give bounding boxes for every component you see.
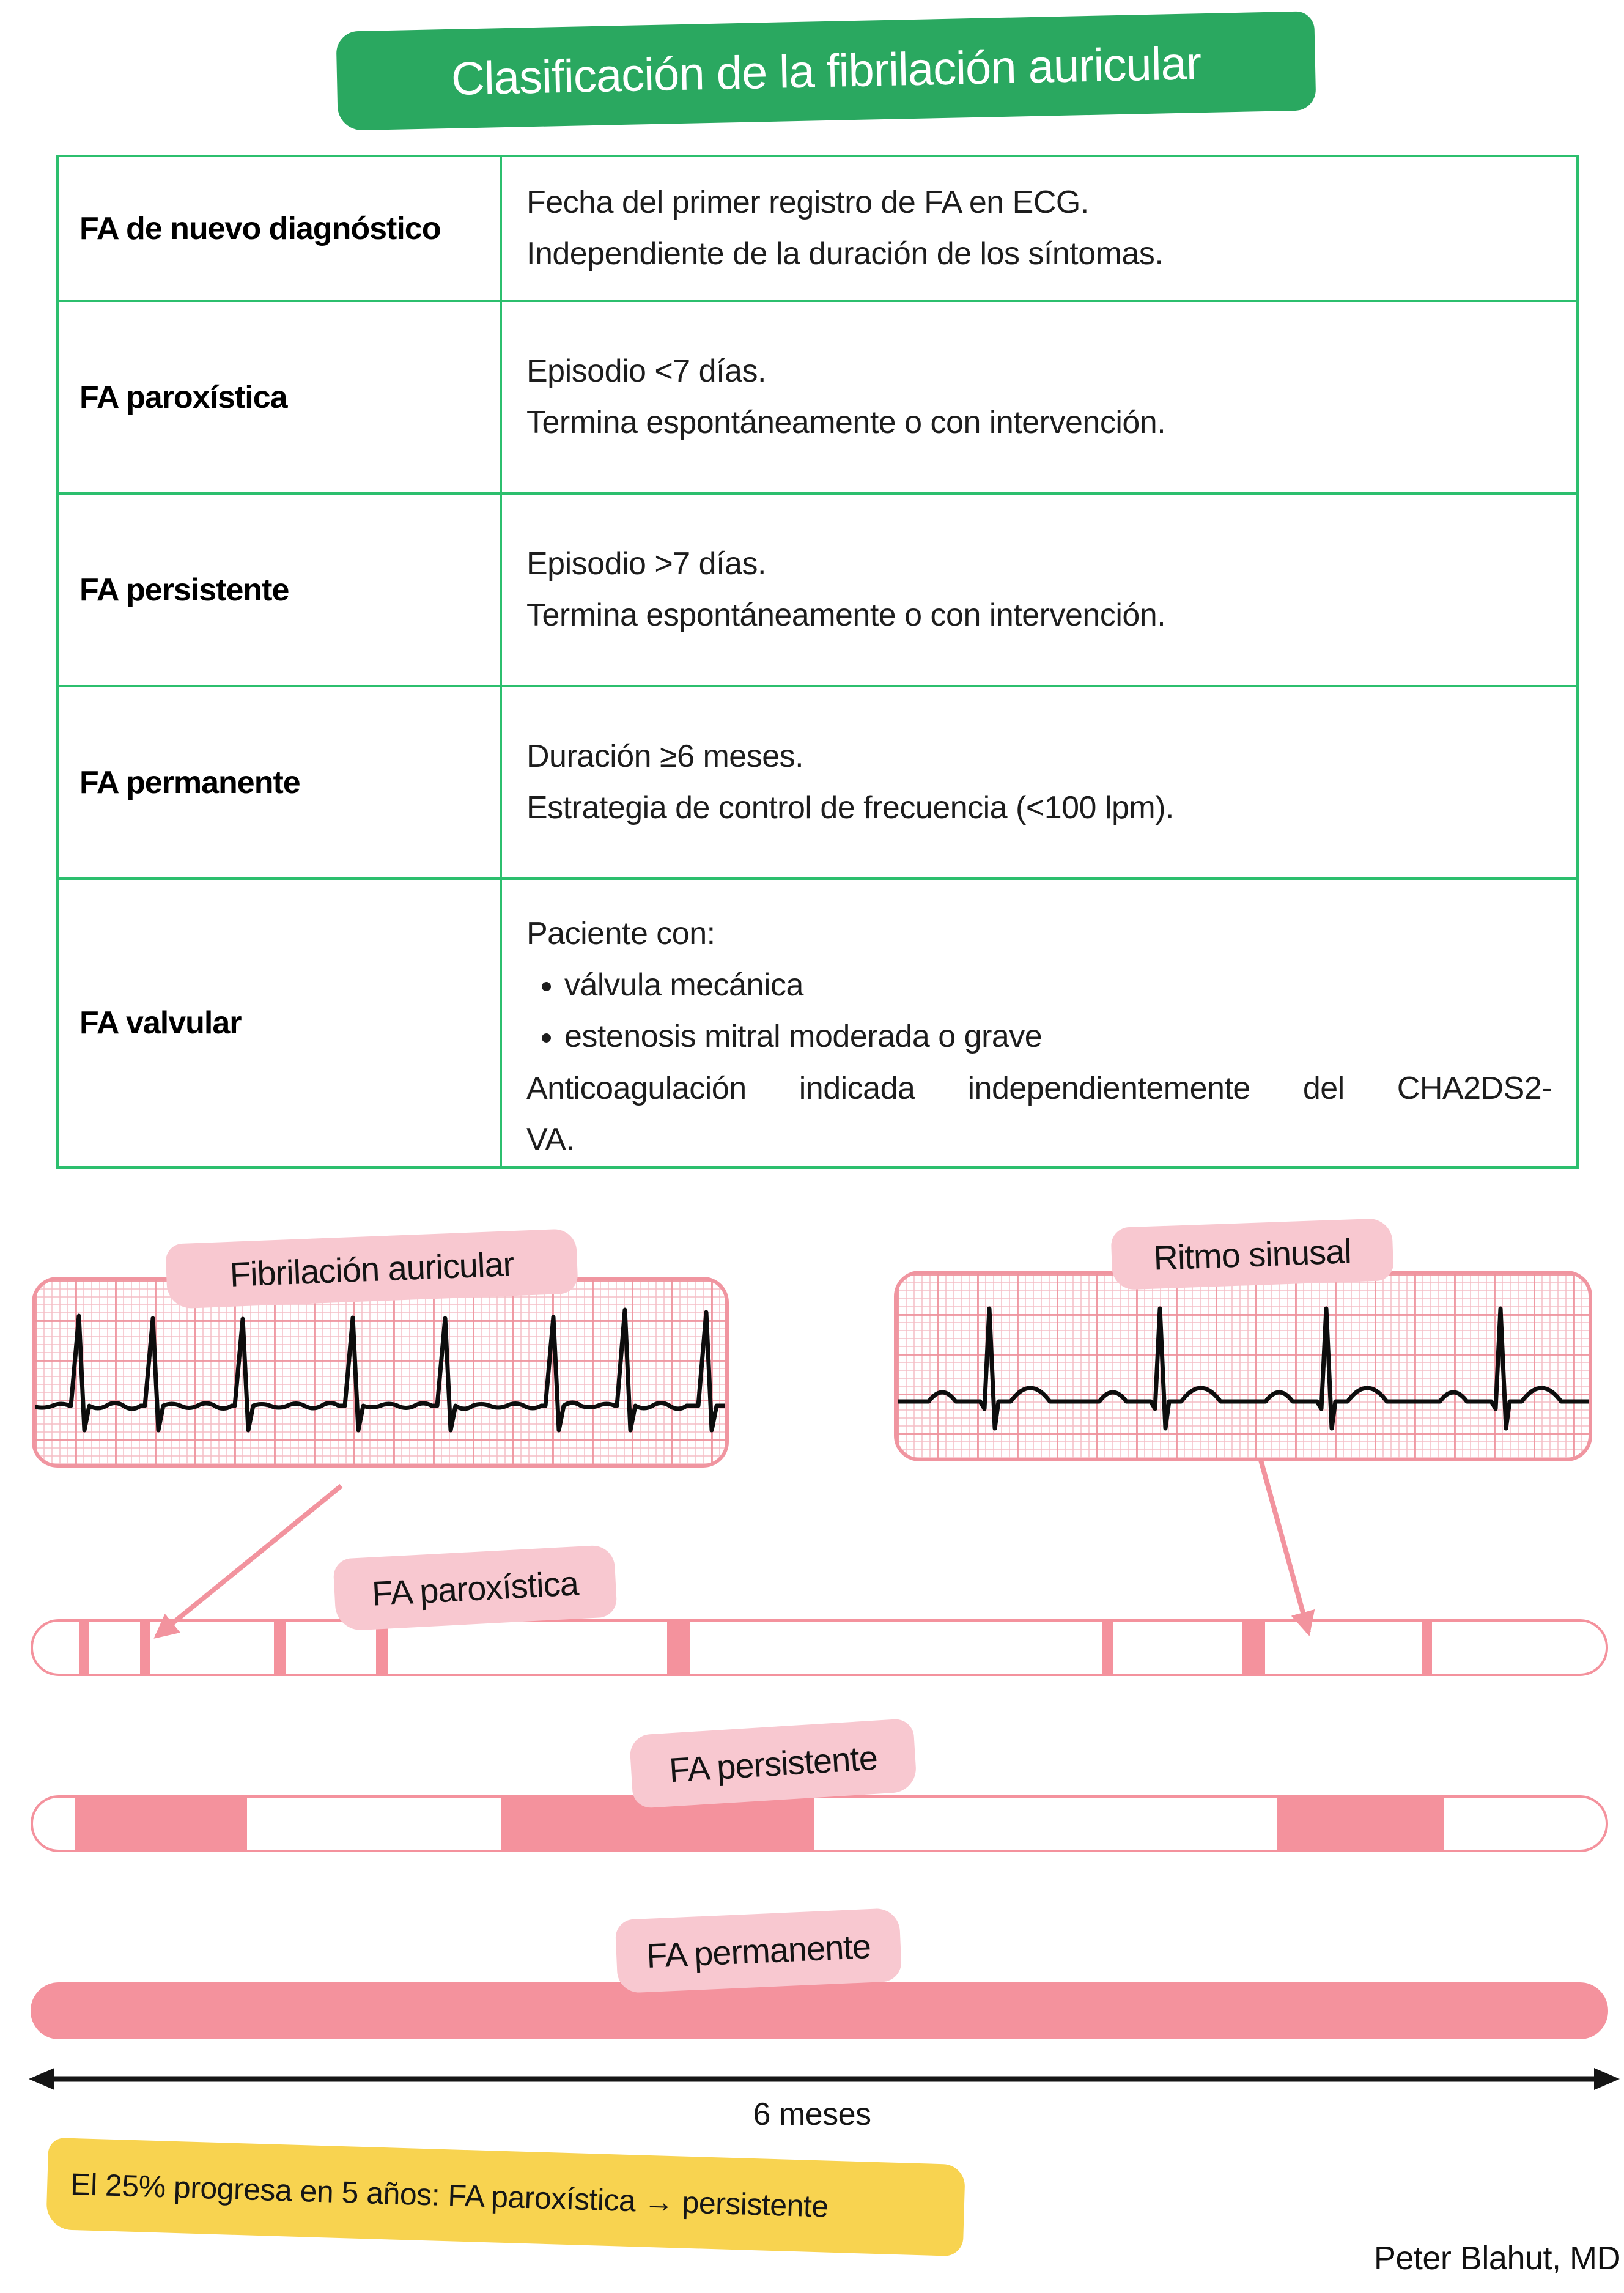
timeline-bar-3 <box>31 1982 1608 2039</box>
definition-line: Estrategia de control de frecuencia (<10… <box>526 789 1174 825</box>
timeline-bar-1 <box>31 1619 1608 1676</box>
time-axis-arrow <box>29 2068 1620 2090</box>
timeline-bar-2 <box>31 1795 1608 1852</box>
definition-line: VA. <box>526 1121 575 1158</box>
page-title: Clasificación de la fibrilación auricula… <box>451 37 1201 105</box>
author-credit: Peter Blahut, MD <box>1373 2240 1621 2276</box>
ecg-label-sinus-rhythm: Ritmo sinusal <box>1110 1218 1394 1290</box>
definition-cell: Duración ≥6 meses. Estrategia de control… <box>502 687 1576 880</box>
timeline-label-text: FA paroxística <box>371 1563 580 1613</box>
timeline-segment <box>1102 1622 1113 1674</box>
bullet-list: válvula mecánica estenosis mitral modera… <box>526 959 1552 1062</box>
timeline-segment <box>375 1622 389 1674</box>
ecg-trace-af <box>35 1307 725 1433</box>
timeline-label-permanente: FA permanente <box>615 1907 902 1994</box>
axis-arrowhead-left <box>29 2068 54 2090</box>
definition-cell: Episodio <7 días. Termina espontáneament… <box>502 302 1576 495</box>
arrow-sinus-to-timeline <box>1258 1459 1315 1636</box>
bullet-item: válvula mecánica <box>564 959 1552 1011</box>
ecg-label-text: Ritmo sinusal <box>1153 1231 1352 1277</box>
definition-line: Termina espontáneamente o con intervenci… <box>526 597 1166 633</box>
ecg-svg-af <box>35 1307 725 1433</box>
definition-line: Fecha del primer registro de FA en ECG. <box>526 185 1089 221</box>
term-cell: FA valvular <box>59 880 502 1166</box>
definition-cell: Fecha del primer registro de FA en ECG. … <box>502 157 1576 302</box>
ecg-label-text: Fibrilación auricular <box>229 1244 515 1294</box>
definition-line: Paciente con: <box>526 916 715 951</box>
timeline-segment <box>75 1798 247 1850</box>
definition-line: Termina espontáneamente o con intervenci… <box>526 404 1166 440</box>
definition-cell: Paciente con: válvula mecánica estenosis… <box>502 880 1576 1166</box>
definition-line: Episodio >7 días. <box>526 546 766 582</box>
axis-arrowhead-right <box>1594 2068 1620 2090</box>
timeline-label-paroxistica: FA paroxística <box>333 1545 618 1631</box>
title-banner: Clasificación de la fibrilación auricula… <box>336 11 1316 131</box>
timeline-segment <box>1422 1622 1432 1674</box>
timeline-segment <box>1277 1798 1444 1850</box>
timeline-segment <box>273 1622 287 1674</box>
progression-note-text: El 25% progresa en 5 años: FA paroxístic… <box>70 2166 829 2224</box>
timeline-segment <box>666 1622 690 1674</box>
definition-line: Independiente de la duración de los sínt… <box>526 235 1164 271</box>
definition-line: Episodio <7 días. <box>526 353 766 390</box>
term-cell: FA de nuevo diagnóstico <box>59 157 502 302</box>
ecg-strip-atrial-fibrillation <box>32 1277 729 1468</box>
axis-label: 6 meses <box>753 2097 871 2132</box>
term-cell: FA paroxística <box>59 302 502 495</box>
ecg-strip-sinus-rhythm <box>894 1271 1592 1461</box>
ecg-svg-sinus <box>898 1306 1589 1431</box>
timeline-segment <box>78 1622 89 1674</box>
definition-line: Duración ≥6 meses. <box>526 739 804 775</box>
timeline-segment <box>139 1622 150 1674</box>
definition-line: Anticoagulación indicada independienteme… <box>526 1070 1552 1106</box>
timeline-segment <box>1242 1622 1266 1674</box>
definition-cell: Episodio >7 días. Termina espontáneament… <box>502 495 1576 687</box>
timeline-label-text: FA persistente <box>668 1738 879 1789</box>
classification-table: FA de nuevo diagnóstico Fecha del primer… <box>56 155 1579 1169</box>
term-cell: FA persistente <box>59 495 502 687</box>
arrow-af-to-timeline <box>153 1483 343 1639</box>
progression-note: El 25% progresa en 5 años: FA paroxístic… <box>46 2137 965 2257</box>
ecg-trace-sinus <box>898 1306 1589 1431</box>
term-cell: FA permanente <box>59 687 502 880</box>
timeline-label-text: FA permanente <box>645 1926 872 1975</box>
bullet-item: estenosis mitral moderada o grave <box>564 1011 1552 1062</box>
